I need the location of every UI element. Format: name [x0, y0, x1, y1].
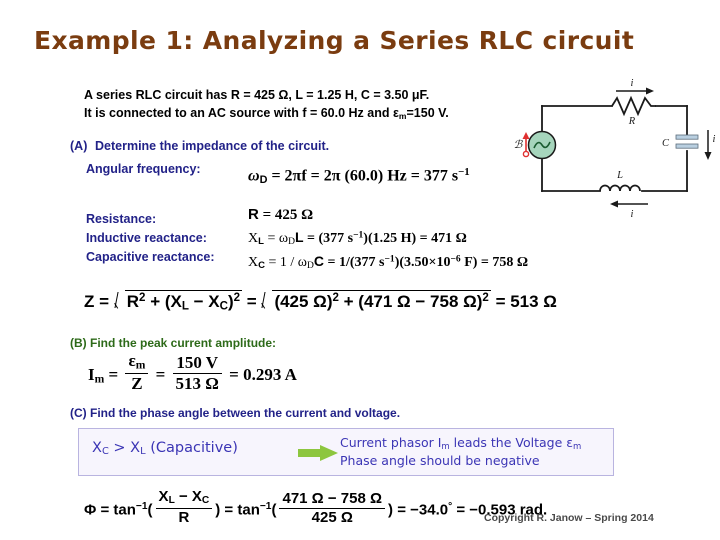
- rlc-circuit-diagram: R L C ℬ i: [514, 78, 716, 220]
- copyright-notice: Copyright R. Janow – Spring 2014: [484, 512, 654, 524]
- emf-arrow-icon: [522, 132, 530, 158]
- capacitive-reactance-label: Capacitive reactance:: [86, 250, 215, 264]
- capacitor-symbol: [675, 134, 699, 149]
- intro-line-2: It is connected to an AC source with f =…: [84, 106, 449, 121]
- conclusion-box: [78, 428, 614, 476]
- current-label-top: i: [631, 78, 634, 89]
- equation-angular-frequency: ωD = 2πf = 2π (60.0) Hz = 377 s−1: [248, 166, 470, 186]
- conclusion-line-2: Phase angle should be negative: [340, 452, 540, 468]
- right-arrow-icon: [298, 445, 338, 461]
- equation-resistance: R = 425 Ω: [248, 206, 314, 223]
- current-label-bottom: i: [631, 209, 634, 220]
- conclusion-line-1: Current phasor Im leads the Voltage εm: [340, 435, 582, 452]
- resistance-label: Resistance:: [86, 212, 157, 226]
- part-c-text: Find the phase angle between the current…: [90, 406, 401, 420]
- resistor-symbol: [611, 95, 656, 117]
- resistor-label: R: [628, 116, 636, 127]
- emf-symbol: εm: [392, 106, 407, 121]
- equation-inductive-reactance: XL = ωDL = (377 s−1)(1.25 H) = 471 Ω: [248, 229, 467, 248]
- inductor-symbol: [599, 184, 641, 192]
- ac-source-symbol: [527, 130, 557, 160]
- conclusion-statement: Current phasor Im leads the Voltage εm P…: [340, 435, 581, 469]
- inductive-reactance-label: Inductive reactance:: [86, 231, 207, 245]
- radical-symbolic: R2 + (XL − XC)2: [114, 290, 243, 313]
- intro-line-1: A series RLC circuit has R = 425 Ω, L = …: [84, 88, 430, 102]
- part-a-text: Determine the impedance of the circuit.: [95, 139, 330, 153]
- capacitor-label: C: [662, 138, 670, 149]
- intro-line-2-value: =150 V.: [406, 106, 449, 120]
- page-title: Example 1: Analyzing a Series RLC circui…: [34, 26, 635, 55]
- emf-source-label: ℬ: [514, 139, 524, 151]
- part-c-marker: (C): [70, 406, 87, 420]
- current-arrow-bottom: [610, 200, 648, 208]
- conclusion-condition: XC > XL (Capacitive): [92, 440, 238, 458]
- equation-impedance: Z = R2 + (XL − XC)2 = (425 Ω)2 + (471 Ω …: [84, 290, 557, 313]
- part-b-text: Find the peak current amplitude:: [90, 336, 277, 350]
- current-arrow-right: [704, 130, 712, 160]
- current-label-right: i: [713, 134, 716, 145]
- angular-frequency-label: Angular frequency:: [86, 162, 201, 176]
- part-a-marker: (A): [70, 139, 88, 153]
- radical-numeric: (425 Ω)2 + (471 Ω − 758 Ω)2: [261, 290, 491, 312]
- equation-capacitive-reactance: XC = 1 / ωDC = 1/(377 s−1)(3.50×10−6 F) …: [248, 253, 529, 272]
- intro-line-2-text: It is connected to an AC source with f =…: [84, 106, 393, 120]
- current-arrow-top: [616, 87, 654, 95]
- inductor-label: L: [616, 170, 623, 181]
- part-b-marker: (B): [70, 336, 87, 350]
